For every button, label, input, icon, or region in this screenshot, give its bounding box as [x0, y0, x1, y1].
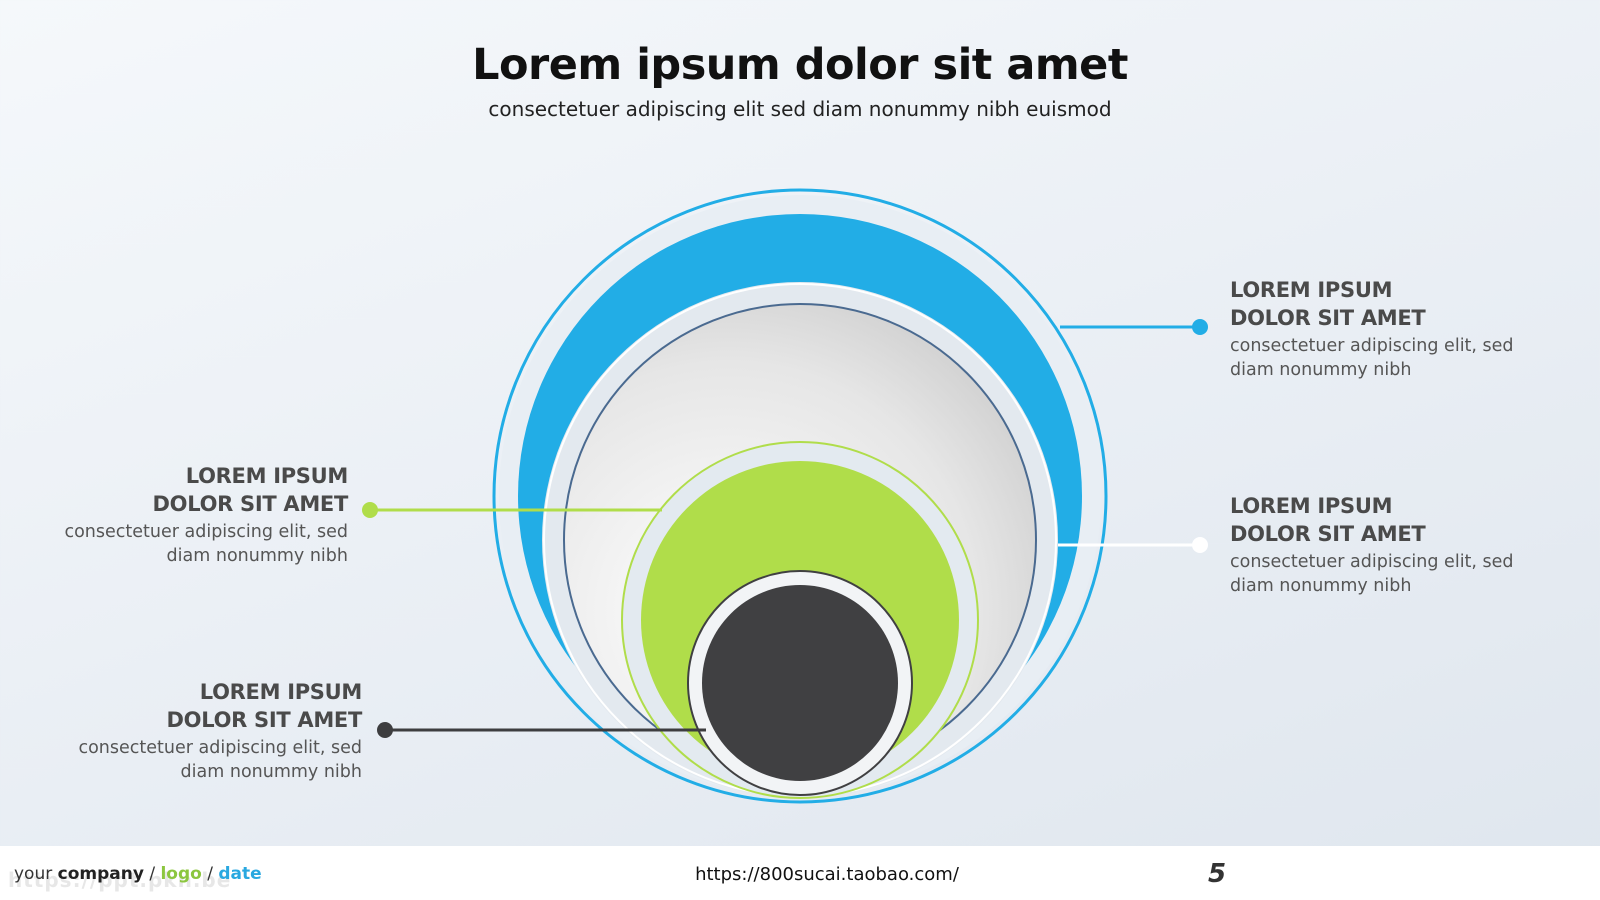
callout-body-line2: diam nonummy nibh — [166, 546, 348, 566]
callout-heading-line1: LOREM IPSUM — [1230, 494, 1393, 518]
callout-heading-line2: DOLOR SIT AMET — [166, 708, 363, 732]
footer-bar: https://ppt.pkn.be your company / logo /… — [0, 846, 1600, 900]
nested-circles-diagram — [362, 188, 1208, 804]
dot-middle-right — [1192, 537, 1208, 553]
footer-url-link[interactable]: https://800sucai.taobao.com/ — [695, 864, 959, 885]
callout-body-line2: diam nonummy nibh — [180, 762, 362, 782]
slide-title: Lorem ipsum dolor sit amet — [472, 40, 1128, 90]
footer-company-prefix: your — [14, 864, 53, 884]
callout-middle-left: LOREM IPSUM DOLOR SIT AMET consectetuer … — [48, 462, 348, 568]
callout-heading-line2: DOLOR SIT AMET — [1230, 522, 1426, 546]
slide-subtitle: consectetuer adipiscing elit sed diam no… — [488, 97, 1112, 121]
outer-blue-ring — [492, 188, 1108, 804]
footer-company: company — [57, 864, 144, 884]
callout-body-line2: diam nonummy nibh — [1230, 576, 1412, 596]
callout-middle-right: LOREM IPSUM DOLOR SIT AMET consectetuer … — [1230, 492, 1530, 598]
dot-top-right — [1192, 319, 1208, 335]
footer-company-line: your company / logo / date — [14, 864, 262, 884]
callout-top-right: LOREM IPSUM DOLOR SIT AMET consectetuer … — [1230, 276, 1530, 382]
dot-middle-left — [362, 502, 378, 518]
dot-bottom-left — [377, 722, 393, 738]
callout-body-line1: consectetuer adipiscing elit, sed — [64, 522, 348, 542]
callout-body-line2: diam nonummy nibh — [1230, 360, 1412, 380]
dark-disc — [702, 585, 898, 781]
callout-bottom-left: LOREM IPSUM DOLOR SIT AMET consectetuer … — [62, 678, 362, 784]
footer-separator: / — [201, 864, 219, 884]
footer-date: date — [218, 864, 262, 884]
callout-heading-line2: DOLOR SIT AMET — [152, 492, 349, 516]
page-number: 5 — [1208, 859, 1227, 889]
callout-heading-line1: LOREM IPSUM — [185, 464, 349, 488]
watermark: https://ppt.pkn.be — [8, 868, 232, 892]
callout-heading-line1: LOREM IPSUM — [1230, 278, 1393, 302]
footer-logo-text: logo — [160, 864, 202, 884]
callout-body-line1: consectetuer adipiscing elit, sed — [1230, 336, 1514, 356]
callout-body-line1: consectetuer adipiscing elit, sed — [1230, 552, 1514, 572]
callout-heading-line1: LOREM IPSUM — [199, 680, 363, 704]
callout-heading-line2: DOLOR SIT AMET — [1230, 306, 1426, 330]
footer-separator: / — [143, 864, 161, 884]
callout-body-line1: consectetuer adipiscing elit, sed — [78, 738, 362, 758]
slide: Lorem ipsum dolor sit amet consectetuer … — [48, 40, 1530, 804]
